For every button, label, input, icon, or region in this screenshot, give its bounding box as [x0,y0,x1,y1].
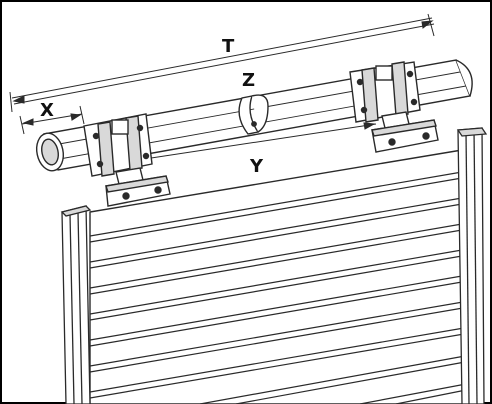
dimension-t [9,13,435,113]
label-t: T [222,36,235,57]
left-bracket [83,113,171,207]
right-guide-rail [456,127,488,404]
dimension-x [19,105,85,135]
shutter-curtain [89,149,471,404]
label-x: X [40,100,54,121]
label-y: Y [249,156,264,177]
middle-clamp [238,94,269,135]
left-guide-rail [60,205,92,404]
right-bracket [349,61,439,153]
curtain-slats [89,171,467,404]
label-z: Z [242,70,255,91]
